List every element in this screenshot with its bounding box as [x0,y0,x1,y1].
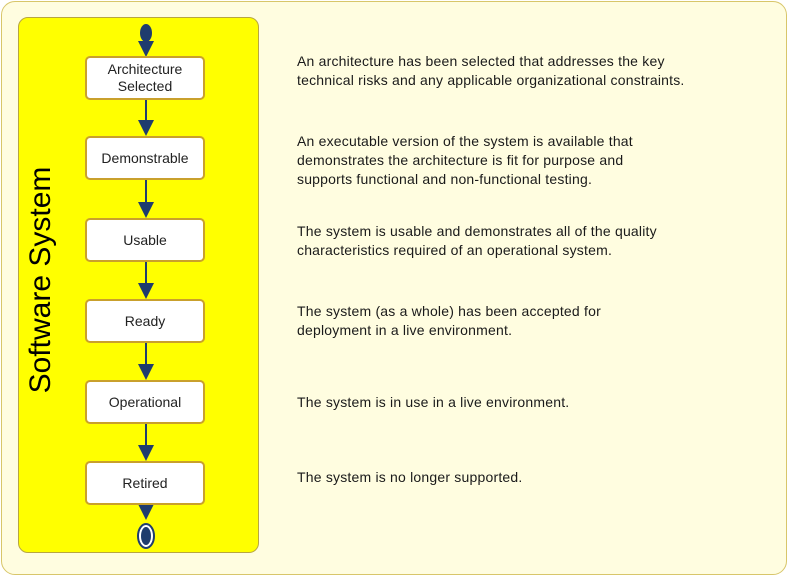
state-architecture-selected[interactable]: Architecture Selected [85,56,205,100]
state-usable[interactable]: Usable [85,218,205,262]
description-architecture-selected: An architecture has been selected that a… [297,53,685,88]
description-ready: The system (as a whole) has been accepte… [297,303,601,338]
state-retired[interactable]: Retired [85,461,205,505]
state-ready[interactable]: Ready [85,299,205,343]
end-node-core [141,527,151,545]
description-usable: The system is usable and demonstrates al… [297,223,657,258]
description-operational: The system is in use in a live environme… [297,394,570,410]
description-retired: The system is no longer supported. [297,469,523,485]
state-operational[interactable]: Operational [85,380,205,424]
state-demonstrable[interactable]: Demonstrable [85,136,205,180]
description-demonstrable: An executable version of the system is a… [297,133,633,187]
start-node [140,24,152,42]
